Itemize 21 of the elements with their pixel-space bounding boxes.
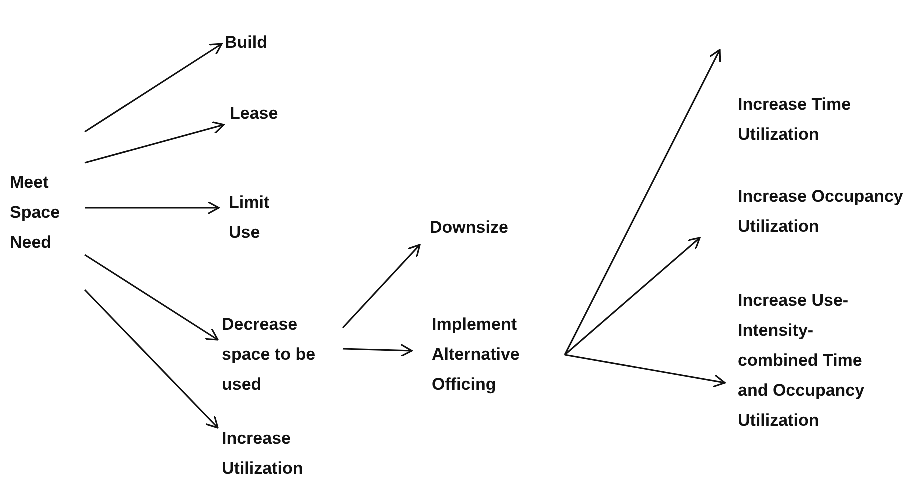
node-label: Implement Alternative Officing: [432, 314, 521, 396]
node-label: Increase Utilization: [222, 428, 304, 480]
arrow: [342, 344, 413, 358]
node-label: Limit Use: [229, 192, 271, 244]
node-label: Lease: [230, 103, 280, 125]
node-label: Increase Use-Intensity-combined Time and Occupancy Utilization: [738, 290, 866, 432]
arrow: [564, 237, 701, 356]
node-label: Downsize: [430, 217, 510, 239]
arrow: [84, 254, 219, 341]
node-label: Build: [225, 32, 268, 54]
arrow: [84, 43, 223, 133]
arrow: [84, 289, 219, 429]
arrow: [564, 354, 726, 388]
node-label: Increase Occupancy Utilization: [738, 186, 904, 238]
arrow: [342, 244, 421, 329]
arrow: [564, 49, 722, 356]
node-label: Decrease space to be used: [222, 314, 317, 396]
arrow: [85, 201, 220, 215]
arrow: [84, 121, 225, 164]
node-label: Meet Space Need: [10, 172, 62, 254]
node-label: Increase Time Utilization: [738, 94, 852, 146]
